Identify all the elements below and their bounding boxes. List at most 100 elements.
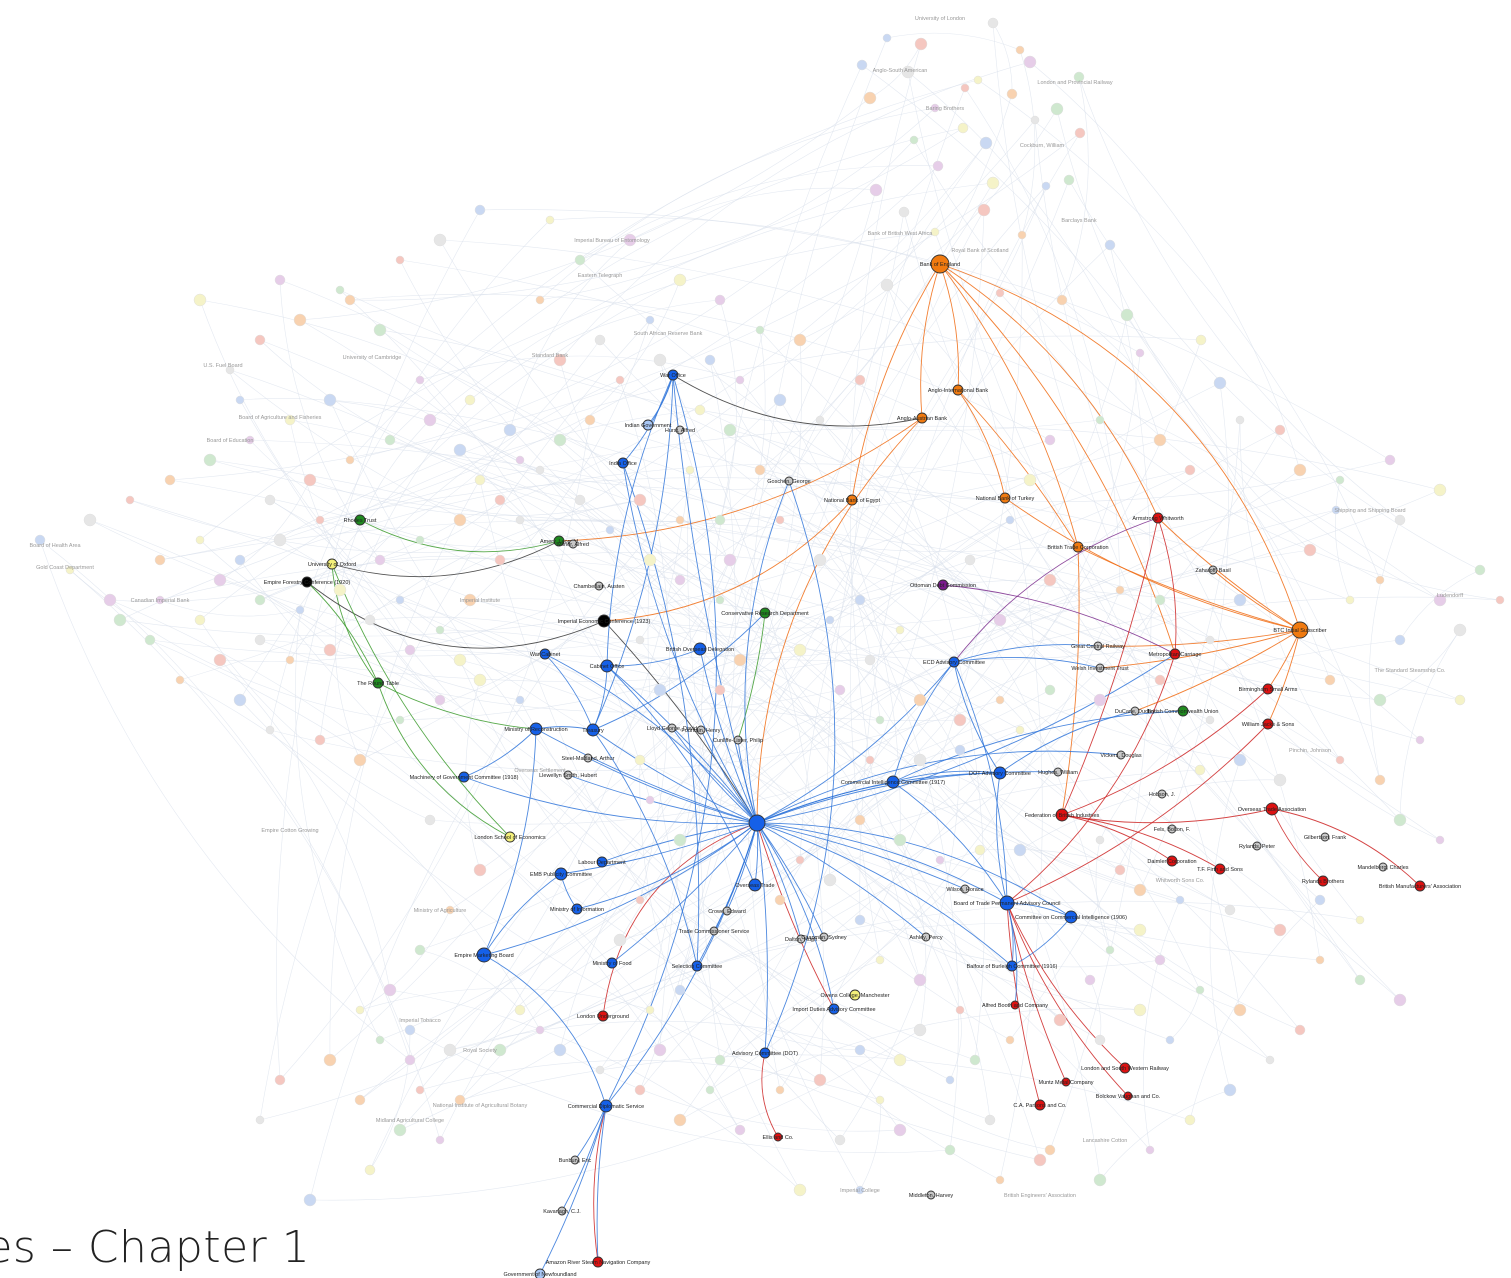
node-anglo-austrian[interactable]: Anglo-Austrian Bank xyxy=(897,412,947,424)
node-cunliffe-lister[interactable]: Cunliffe-Lister, Philip xyxy=(713,735,763,745)
node-london-school[interactable]: London School of Economics xyxy=(474,831,546,843)
node-tf-firth[interactable]: T.F. Firth and Sons xyxy=(1197,863,1243,875)
node-ministry-information[interactable]: Ministry of Information xyxy=(550,903,604,915)
node-gilbert-frank[interactable]: Gilbertson, Frank xyxy=(1304,832,1346,842)
node-overseas-trade[interactable]: Overseas Trade Association xyxy=(1238,802,1306,816)
node-wilson[interactable]: Wilson, Horace xyxy=(946,884,984,894)
node-labour-dept[interactable]: Labour Department xyxy=(578,856,626,868)
node-rylands-peter[interactable]: Rylands, Peter xyxy=(1239,841,1275,851)
node-import-duties[interactable]: Import Duties Advisory Committee xyxy=(792,1003,876,1015)
node-commercial-intelligence[interactable]: Commercial Intelligence Committee (1917) xyxy=(841,775,945,789)
node-kavanagh[interactable]: Kavanagh, C.J. xyxy=(543,1206,581,1216)
node-bunbury[interactable]: Bunbury, Eric xyxy=(559,1155,592,1165)
node-goschen[interactable]: Goschen, George xyxy=(767,476,811,486)
node-alfred-booth[interactable]: Alfred Booth and Company xyxy=(982,1000,1048,1010)
node-fountain[interactable]: Fountain, Henry xyxy=(681,725,721,735)
background-node xyxy=(264,494,276,506)
node-london-underground[interactable]: London Underground xyxy=(577,1010,629,1022)
node-british-manufacturers[interactable]: British Manufacturers' Association xyxy=(1379,880,1461,892)
node-advisory-council[interactable]: Board of Trade Permanent Advisory Counci… xyxy=(953,895,1061,911)
node-empire-marketing[interactable]: Empire Marketing Board xyxy=(454,947,514,963)
node-welsh-investment[interactable]: Welsh Investment Trust xyxy=(1071,663,1129,673)
node-btc[interactable]: BTC Initial Subscriber xyxy=(1273,621,1327,639)
node-conservative-research[interactable]: Conservative Research Department xyxy=(721,607,809,619)
node-emb-publicity[interactable]: EMB Publicity Committee xyxy=(530,867,592,881)
node-metropolitan[interactable]: Metropolitan Carriage xyxy=(1149,648,1202,660)
node-crowe[interactable]: Crowe, Edward xyxy=(708,906,746,916)
node-ottoman-debt[interactable]: Ottoman Debt Commission xyxy=(910,579,976,591)
node-dalton[interactable]: Dalton, Hugh xyxy=(785,934,817,944)
node-advisory-committee-dot[interactable]: Advisory Committee (DOT) xyxy=(732,1047,798,1059)
node-treasury[interactable]: Treasury xyxy=(582,723,604,737)
node-chamberlain[interactable]: Chamberlain, Austen xyxy=(573,581,625,591)
node-llewellyn-smith[interactable]: Llewellyn Smith, Hubert xyxy=(539,770,597,780)
edge xyxy=(920,263,941,419)
node-war-cabinet[interactable]: War Cabinet xyxy=(530,648,561,660)
background-node xyxy=(715,595,725,605)
node-dalmain[interactable]: Daimler Corporation xyxy=(1147,855,1197,867)
node-munz[interactable]: Muntz Metal Company xyxy=(1038,1077,1094,1087)
node-hurst[interactable]: Hurst, Alfred xyxy=(665,425,695,435)
node-bolckow[interactable]: Bolckow Vaughan and Co. xyxy=(1096,1091,1161,1101)
node-imperial-economic[interactable]: Imperial Economic Conference (1923) xyxy=(558,614,651,628)
node-balfour[interactable]: Balfour of Burleigh Committee (1916) xyxy=(967,960,1058,972)
node-lloyd-george[interactable]: Lloyd George, David xyxy=(647,723,697,733)
node-steel-maitland[interactable]: Steel-Maitland, Arthur xyxy=(562,753,615,763)
node-ministry-reconstruction[interactable]: Ministry of Reconstruction xyxy=(504,722,568,736)
node-armstrong[interactable]: Armstrong Whitworth xyxy=(1132,512,1184,524)
background-node-label: Board of Education xyxy=(207,438,254,444)
background-node xyxy=(393,1123,407,1137)
background-edge xyxy=(709,589,1121,1091)
node-commercial-diplomatic[interactable]: Commercial Diplomatic Service xyxy=(568,1099,644,1113)
node-empire-forestry[interactable]: Empire Forestry Conference (1920) xyxy=(264,576,351,588)
node-machinery-govt[interactable]: Machinery of Government Committee (1918) xyxy=(410,771,519,783)
node-william-jacks[interactable]: William Jacks & Sons xyxy=(1242,718,1295,730)
node-federation-industries[interactable]: Federation of British Industries xyxy=(1025,808,1100,822)
node-ellis-co[interactable]: Ellis and Co. xyxy=(763,1132,794,1142)
node-amazon-river[interactable]: Amazon River Steam Navigation Company xyxy=(546,1256,651,1268)
node-milner[interactable]: Milner, Alfred xyxy=(557,539,589,549)
node-war-office[interactable]: War Office xyxy=(660,369,686,381)
node-board-of-trade[interactable] xyxy=(748,814,766,832)
node-british-overseas-delegation[interactable]: British Overseas Delegation xyxy=(666,642,734,656)
node-indian-govt[interactable]: Indian Government xyxy=(625,419,672,431)
node-british-commonwealth-union[interactable]: British Commonwealth Union xyxy=(1148,705,1219,717)
node-ashley[interactable]: Ashley, Percy xyxy=(909,932,943,942)
node-cabinet-office[interactable]: Cabinet Office xyxy=(590,659,625,673)
node-hobson[interactable]: Hobson, J. xyxy=(1149,789,1176,799)
node-rylands-brothers[interactable]: Rylands Brothers xyxy=(1302,875,1344,887)
node-university-oxford[interactable]: University of Oxford xyxy=(308,558,356,570)
node-mandelberg[interactable]: Mandelberg, Charles xyxy=(1357,862,1409,872)
node-rhodes-trust[interactable]: Rhodes Trust xyxy=(344,514,377,526)
node-anglo-international[interactable]: Anglo-International Bank xyxy=(928,384,988,396)
node-selection-committee[interactable]: Selection Committee xyxy=(672,960,723,972)
node-hughes[interactable]: Hughes, William xyxy=(1038,767,1078,777)
node-amery[interactable]: Amery, Leopold xyxy=(540,535,578,547)
node-chapman[interactable]: Chapman, Sydney xyxy=(801,932,847,942)
node-zaharoff[interactable]: Zaharoff, Basil xyxy=(1195,565,1231,575)
node-great-central[interactable]: Great Central Railway xyxy=(1071,641,1125,651)
node-ca-parsons[interactable]: C.A. Parsons and Co. xyxy=(1013,1099,1067,1111)
node-round-table[interactable]: The Round Table xyxy=(357,677,399,689)
node-india-office[interactable]: India Office xyxy=(609,457,637,469)
node-fels-f[interactable]: Fels, Bolton, F. xyxy=(1154,824,1191,834)
node-middleton[interactable]: Middleton, Harvey xyxy=(909,1190,954,1200)
background-node xyxy=(1175,895,1185,905)
node-bank-of-england[interactable]: Bank of England xyxy=(920,254,960,274)
node-ministry-food[interactable]: Ministry of Food xyxy=(592,957,632,969)
node-university-manchester[interactable]: Owens College, Manchester xyxy=(820,989,890,1001)
node-birmingham-arms[interactable]: Birmingham Small Arms xyxy=(1239,683,1298,695)
node-committee-commercial[interactable]: Committee on Commercial Intelligence (19… xyxy=(1015,910,1127,924)
background-node xyxy=(1114,864,1126,876)
node-dot-advisory[interactable]: DOT Advisory Committee xyxy=(969,766,1031,780)
node-trade-commissioner[interactable]: Trade Commissioner Service xyxy=(679,926,750,936)
node-british-trade-corp[interactable]: British Trade Corporation xyxy=(1047,541,1109,553)
node-national-bank-turkey[interactable]: National Bank of Turkey xyxy=(976,492,1035,504)
node-overseas-trade-dept[interactable]: Overseas Trade xyxy=(735,878,775,892)
node-ecd-advisory[interactable]: ECD Advisory Committee xyxy=(923,656,985,668)
node-national-bank-egypt[interactable]: National Bank of Egypt xyxy=(824,494,880,506)
node-ducane[interactable]: DuCane, Dudley xyxy=(1115,706,1156,716)
node-vickers[interactable]: Vickers, Douglas xyxy=(1100,750,1142,760)
node-london-southwestern[interactable]: London and South Western Railway xyxy=(1081,1062,1169,1074)
node-govt-newfoundland[interactable]: Government of Newfoundland xyxy=(503,1268,577,1278)
